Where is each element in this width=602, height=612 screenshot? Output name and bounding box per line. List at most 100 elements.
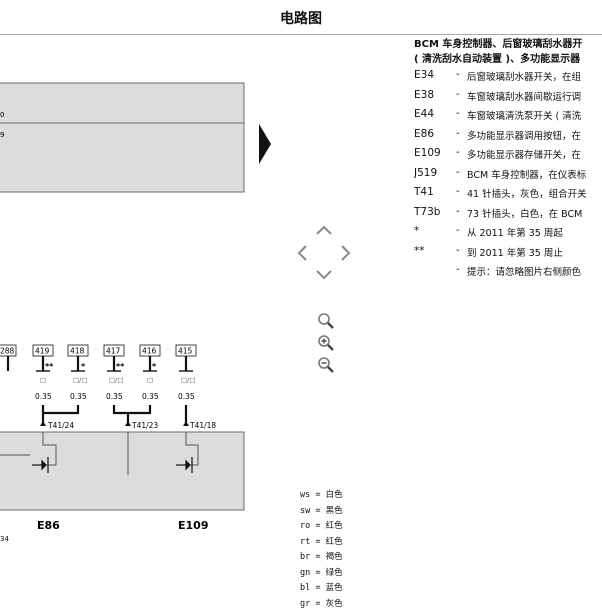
color-code-row: br = 褐色 — [300, 550, 380, 566]
component-label-e109: E109 — [178, 519, 208, 532]
connector-t41-23: T41/23 — [131, 421, 158, 430]
legend-code: E38 — [414, 89, 452, 101]
legend-desc: 到 2011 年第 35 周止 — [467, 245, 563, 259]
legend-title-line1: BCM 车身控制器、后窗玻璃刮水器开 — [414, 37, 602, 52]
legend-desc: 73 针插头，白色，在 BCM — [467, 206, 582, 220]
legend-title-line2: ( 清洗刮水自动装置 )、多功能显示器 — [414, 52, 602, 67]
legend-item: T73b - 73 针插头，白色，在 BCM — [414, 204, 602, 224]
magnifier-icon — [316, 311, 336, 331]
page-title: 电路图 — [0, 8, 602, 28]
legend-code: J519 — [414, 167, 452, 179]
legend-dash: - — [456, 186, 460, 197]
legend-item: E38 - 车窗玻璃刮水器间歇运行调 — [414, 87, 602, 107]
legend-panel: BCM 车身控制器、后窗玻璃刮水器开 ( 清洗刮水自动装置 )、多功能显示器 E… — [414, 37, 602, 297]
connector-t41-18: T41/18 — [189, 421, 216, 430]
color-code-row: ro = 红色 — [300, 519, 380, 535]
color-code-row: ws = 白色 — [300, 488, 380, 504]
legend-dash: - — [456, 206, 460, 217]
legend-code: * — [414, 225, 452, 237]
color-code-key: ws = 白色 sw = 黑色 ro = 红色 rt = 红色 br = 褐色 … — [300, 488, 380, 612]
terminal-288[interactable]: 288 — [0, 345, 16, 356]
pan-right-button[interactable] — [336, 243, 356, 263]
color-code-row: gn = 绿色 — [300, 566, 380, 582]
svg-text:□/□: □/□ — [73, 376, 87, 384]
legend-code: E44 — [414, 108, 452, 120]
legend-desc: BCM 车身控制器，在仪表标 — [467, 167, 586, 181]
zoom-in-button[interactable] — [316, 333, 336, 353]
legend-code: E109 — [414, 147, 452, 159]
svg-text:0.35: 0.35 — [106, 392, 123, 401]
next-page-button[interactable] — [259, 124, 273, 164]
wire-mark-3: ** — [116, 362, 125, 371]
svg-text:0.35: 0.35 — [35, 392, 52, 401]
svg-text:□: □ — [40, 376, 46, 384]
terminal-416[interactable]: 416 — [140, 345, 160, 356]
svg-text:□/□: □/□ — [109, 376, 123, 384]
connector-t41-24: T41/24 — [47, 421, 74, 430]
terminal-415[interactable]: 415 — [176, 345, 196, 356]
svg-text:0.35: 0.35 — [142, 392, 159, 401]
legend-dash: - — [456, 167, 460, 178]
legend-desc: 多功能显示器存储开关，在 — [467, 147, 581, 161]
legend-dash: - — [456, 89, 460, 100]
legend-desc: 提示：请忽略图片右侧颜色 — [467, 264, 581, 278]
control-unit-box — [0, 83, 244, 192]
svg-text:0.35: 0.35 — [70, 392, 87, 401]
legend-item: J519 - BCM 车身控制器，在仪表标 — [414, 165, 602, 185]
legend-code: T73b — [414, 206, 452, 218]
zoom-out-button[interactable] — [316, 355, 336, 375]
legend-desc: 车窗玻璃刮水器间歇运行调 — [467, 89, 581, 103]
svg-text:0.35: 0.35 — [178, 392, 195, 401]
zoom-out-icon — [316, 355, 336, 375]
circuit-diagram-svg: 0 9 288 419 418 417 416 415 — [0, 35, 258, 606]
side-label-bottom: 9 — [0, 131, 4, 139]
pan-left-button[interactable] — [292, 243, 312, 263]
wire-mark-1: ** — [45, 362, 54, 371]
terminal-419[interactable]: 419 — [33, 345, 53, 356]
svg-text:417: 417 — [106, 347, 121, 356]
pan-down-button[interactable] — [314, 265, 334, 285]
color-code-row: rt = 红色 — [300, 535, 380, 551]
svg-text:□/□: □/□ — [181, 376, 195, 384]
legend-desc: 从 2011 年第 35 周起 — [467, 225, 563, 239]
terminal-417[interactable]: 417 — [104, 345, 124, 356]
zoom-fit-button[interactable] — [316, 311, 336, 331]
svg-text:418: 418 — [70, 347, 85, 356]
legend-item: * - 从 2011 年第 35 周起 — [414, 223, 602, 243]
chevron-left-icon — [292, 243, 312, 263]
color-code-row: sw = 黑色 — [300, 504, 380, 520]
circuit-diagram[interactable]: 0 9 288 419 418 417 416 415 — [0, 35, 258, 606]
chevron-right-icon — [336, 243, 356, 263]
legend-dash: - — [456, 264, 460, 275]
side-label-top: 0 — [0, 111, 4, 119]
chevron-up-icon — [314, 220, 334, 240]
legend-item: E86 - 多功能显示器调用按钮，在 — [414, 126, 602, 146]
svg-text:419: 419 — [35, 347, 50, 356]
legend-desc: 车窗玻璃清洗泵开关 ( 清洗 — [467, 108, 581, 122]
legend-dash: - — [456, 128, 460, 139]
legend-item: T41 - 41 针插头，灰色，组合开关 — [414, 184, 602, 204]
legend-desc: 多功能显示器调用按钮，在 — [467, 128, 581, 142]
legend-item: E44 - 车窗玻璃清洗泵开关 ( 清洗 — [414, 106, 602, 126]
legend-item: E34 - 后窗玻璃刮水器开关，在组 — [414, 67, 602, 87]
legend-item: - 提示：请忽略图片右侧颜色 — [414, 262, 602, 282]
left-bottom-label: 34 — [0, 535, 9, 543]
legend-code: E34 — [414, 69, 452, 81]
wire-mark-4: * — [152, 362, 157, 371]
svg-text:288: 288 — [0, 347, 15, 356]
wire-color-labels: □ □/□ □/□ □ □/□ — [40, 376, 195, 384]
wire-size-labels: 0.35 0.35 0.35 0.35 0.35 — [35, 392, 195, 401]
wire-stubs — [8, 356, 193, 371]
legend-code: T41 — [414, 186, 452, 198]
legend-desc: 41 针插头，灰色，组合开关 — [467, 186, 587, 200]
svg-text:415: 415 — [178, 347, 193, 356]
pan-up-button[interactable] — [314, 220, 334, 240]
color-code-row: gr = 灰色 — [300, 597, 380, 612]
terminal-418[interactable]: 418 — [68, 345, 88, 356]
legend-dash: - — [456, 147, 460, 158]
component-label-e86: E86 — [37, 519, 60, 532]
svg-text:□: □ — [147, 376, 153, 384]
legend-item: E109 - 多功能显示器存储开关，在 — [414, 145, 602, 165]
legend-dash: - — [456, 245, 460, 256]
legend-code: E86 — [414, 128, 452, 140]
